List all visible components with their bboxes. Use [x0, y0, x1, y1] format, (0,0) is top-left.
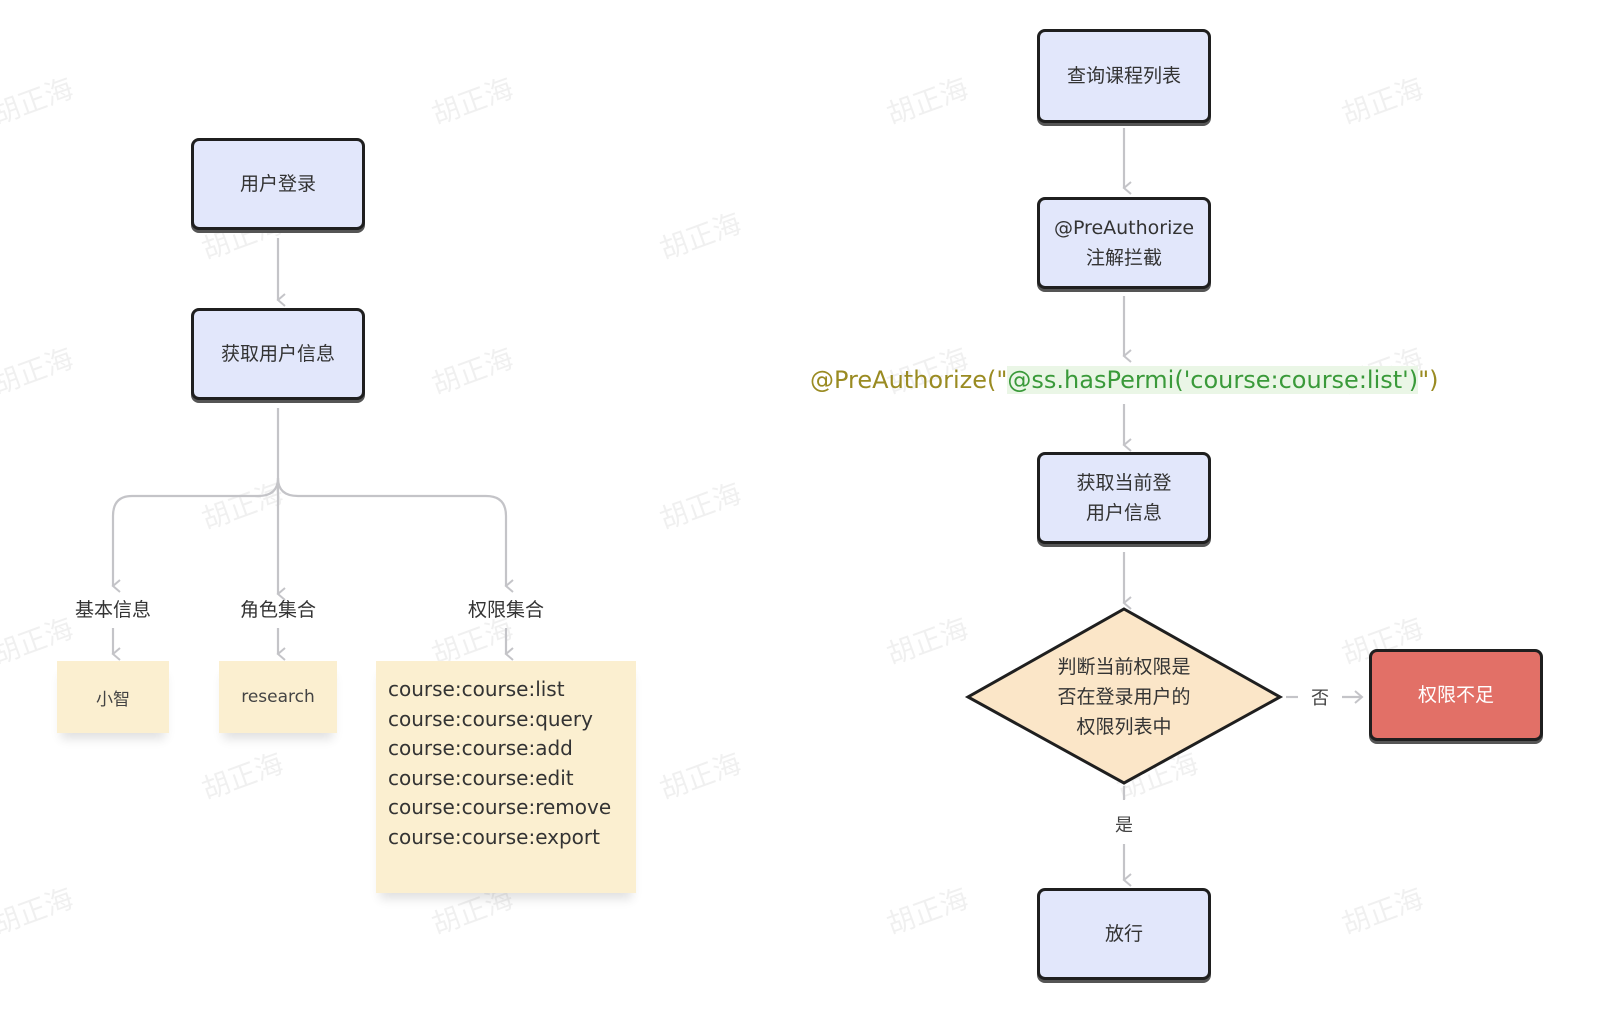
node-query-course-list: 查询课程列表: [1037, 29, 1211, 123]
decision-diamond: [964, 607, 1284, 785]
arrow-userinfo-to-basic: [111, 477, 280, 593]
permission-item: course:course:edit: [388, 765, 574, 790]
node-permission-denied: 权限不足: [1369, 649, 1543, 741]
sticky-basic-info: 小智: [57, 661, 169, 733]
annotation-expression: @ss.hasPermi('course:course:list'): [1007, 366, 1419, 394]
decision-line: 判断当前权限是: [1057, 656, 1191, 678]
label-basic-info: 基本信息: [74, 599, 152, 621]
arrow-userinfo-to-perms: [276, 477, 514, 593]
decision-line: 权限列表中: [1076, 716, 1172, 738]
permission-item: course:course:query: [388, 706, 593, 731]
annotation-code: @PreAuthorize("@ss.hasPermi('course:cour…: [810, 366, 1439, 394]
node-label: 查询课程列表: [1066, 65, 1181, 87]
sticky-text: 小智: [96, 689, 130, 710]
sticky-text: research: [241, 687, 315, 707]
permission-item: course:course:export: [388, 824, 600, 849]
annotation-prefix: @PreAuthorize(": [810, 366, 1008, 394]
label-role-set: 角色集合: [239, 599, 317, 621]
node-preauthorize-intercept: @PreAuthorize 注解拦截: [1037, 197, 1211, 289]
node-allow: 放行: [1037, 888, 1211, 980]
permission-item: course:course:add: [388, 736, 573, 760]
node-user-login: 用户登录: [191, 138, 365, 230]
permission-item: course:course:list: [388, 677, 565, 701]
edge-label-no: 否: [1305, 684, 1335, 710]
permission-item: course:course:remove: [388, 795, 612, 819]
sticky-role-set: research: [219, 661, 337, 733]
node-get-current-user: 获取当前登 用户信息: [1037, 452, 1211, 544]
sticky-permission-list: course:course:list course:course:query c…: [376, 661, 636, 893]
decision-text: 判断当前权限是 否在登录用户的 权限列表中: [1024, 652, 1224, 742]
node-label-line: 用户信息: [1085, 502, 1162, 524]
node-get-user-info: 获取用户信息: [191, 308, 365, 400]
node-label-line: @PreAuthorize: [1053, 217, 1195, 239]
node-label: 获取用户信息: [220, 343, 335, 365]
node-label: 放行: [1104, 923, 1143, 945]
decision-line: 否在登录用户的: [1057, 686, 1191, 708]
node-label: 用户登录: [239, 173, 316, 195]
node-label-line: 获取当前登: [1076, 472, 1172, 494]
edge-label-yes: 是: [1109, 811, 1139, 837]
label-permission-set: 权限集合: [467, 599, 545, 621]
node-label: 权限不足: [1417, 684, 1494, 706]
node-label-line: 注解拦截: [1085, 247, 1162, 269]
annotation-suffix: "): [1418, 366, 1439, 394]
